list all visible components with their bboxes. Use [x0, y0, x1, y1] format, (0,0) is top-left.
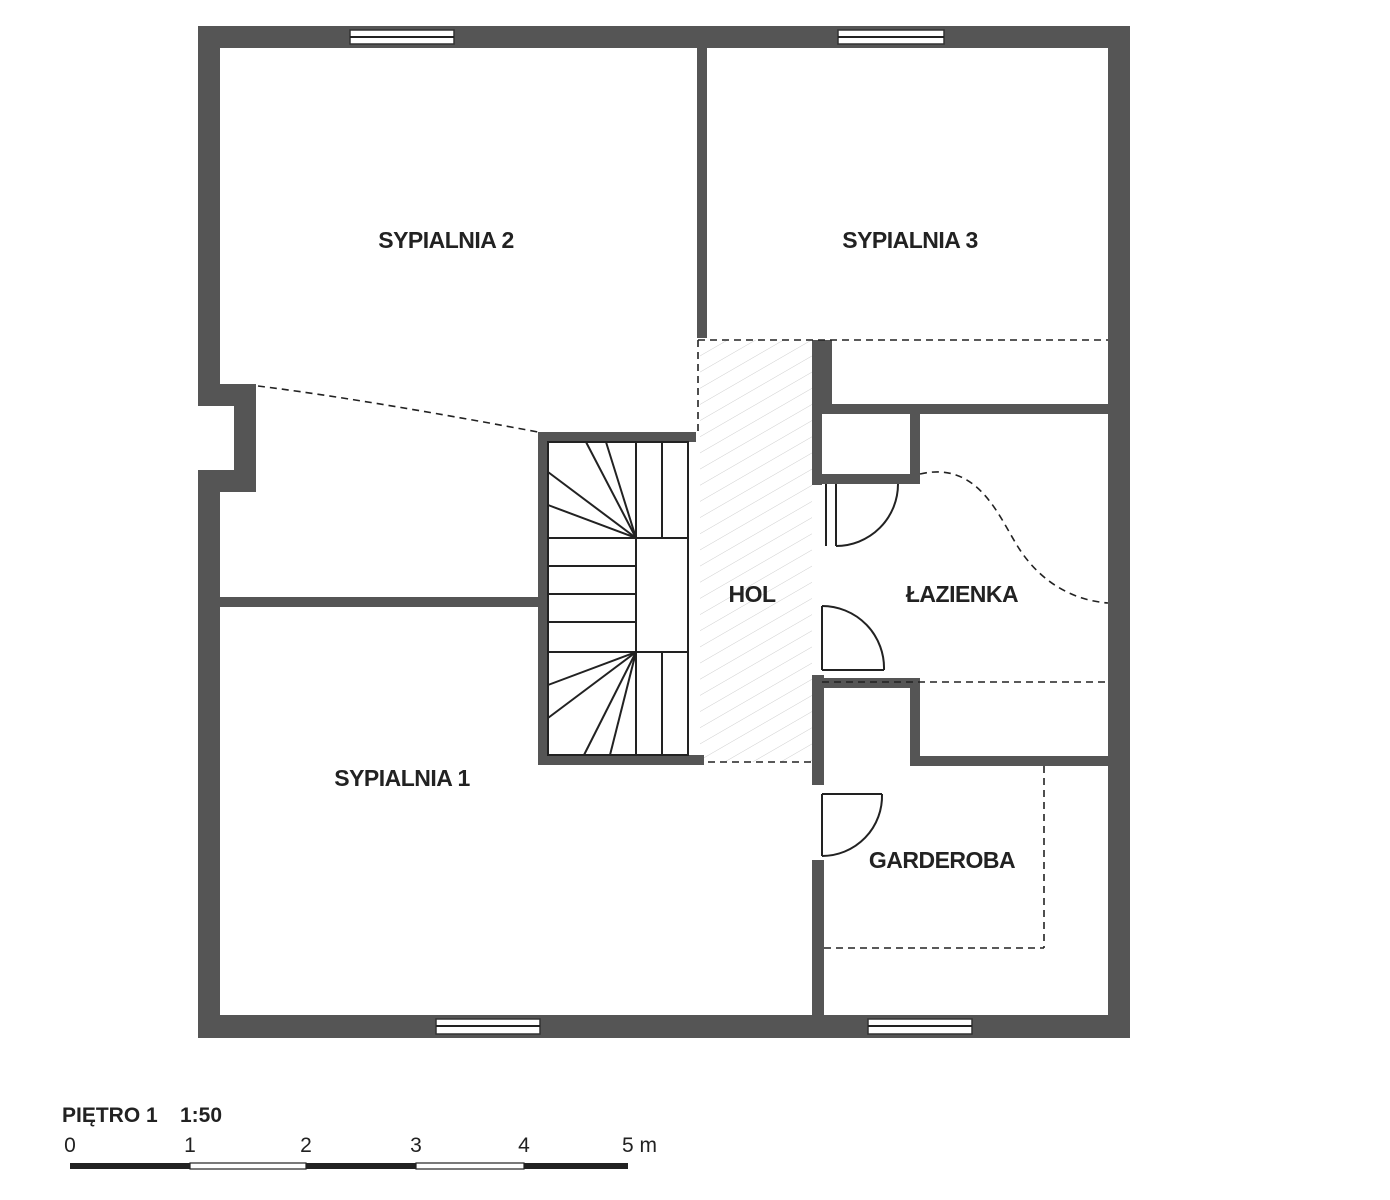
- scale-tick-label: 0: [64, 1134, 76, 1157]
- room-label-hol: HOL: [728, 581, 776, 607]
- windows: [349, 29, 973, 1035]
- room-label-sypialnia-1: SYPIALNIA 1: [334, 765, 470, 791]
- room-label-sypialnia-3: SYPIALNIA 3: [842, 227, 978, 253]
- scale-bar: 0 1 2 3 4 5 m: [64, 1134, 657, 1170]
- scale-tick-label: 4: [518, 1134, 530, 1157]
- scale-tick-label: 1: [184, 1134, 196, 1157]
- room-label-lazienka: ŁAZIENKA: [906, 581, 1018, 607]
- plan-title: PIĘTRO 1: [62, 1104, 158, 1127]
- exterior-walls: [198, 26, 1130, 1038]
- scale-tick-label: 2: [300, 1134, 312, 1157]
- room-label-sypialnia-2: SYPIALNIA 2: [378, 227, 514, 253]
- interior-walls: [218, 46, 1110, 1017]
- scale-tick-label: 5 m: [622, 1134, 657, 1157]
- hol-hatch: [700, 340, 812, 762]
- plan-scale-label: 1:50: [180, 1104, 222, 1127]
- doors: [821, 483, 899, 857]
- roof-slope-lines: [257, 339, 1109, 949]
- scale-tick-label: 3: [410, 1134, 422, 1157]
- room-label-garderoba: GARDEROBA: [869, 847, 1015, 873]
- staircase: [547, 441, 689, 756]
